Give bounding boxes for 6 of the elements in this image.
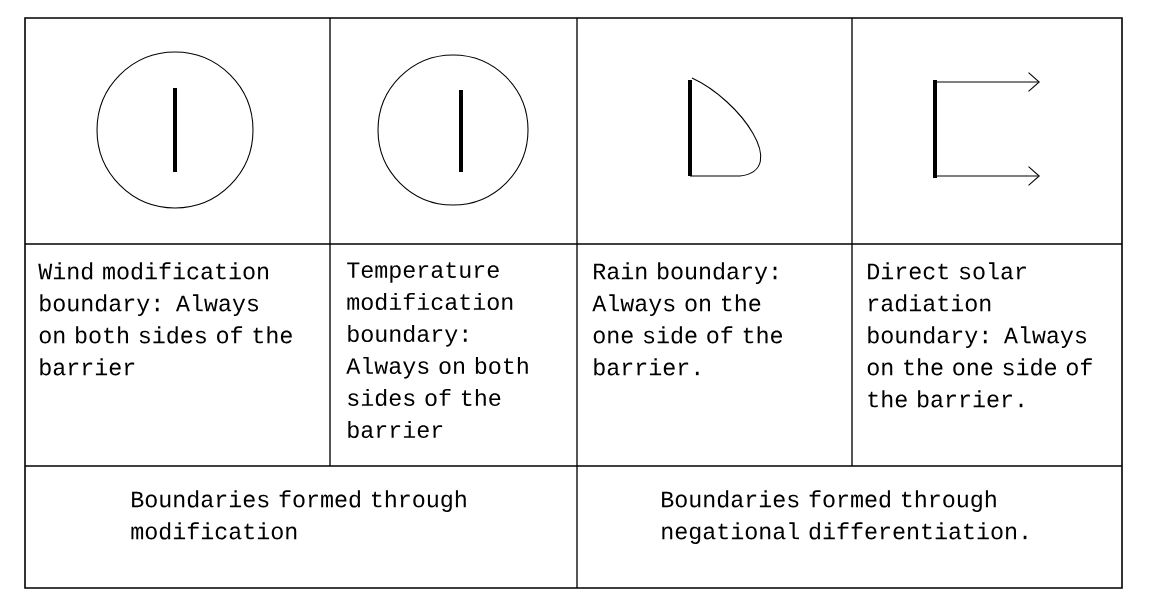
category-text: Boundaries formed through negational differentiation. (662, 490, 1027, 544)
description-text: Direct solar radiation boundary: Always on the one side of the barrier. (867, 262, 1092, 408)
description-text: Wind modification boundary: Always on both sides of the barrier (38, 262, 292, 376)
description-text: Rain boundary: Always on the one side of the barrier. (592, 262, 783, 376)
category-text: Boundaries formed through modification (131, 490, 466, 540)
description-text: Temperature modification boundary: Always on both sides of the barrier (346, 262, 528, 439)
